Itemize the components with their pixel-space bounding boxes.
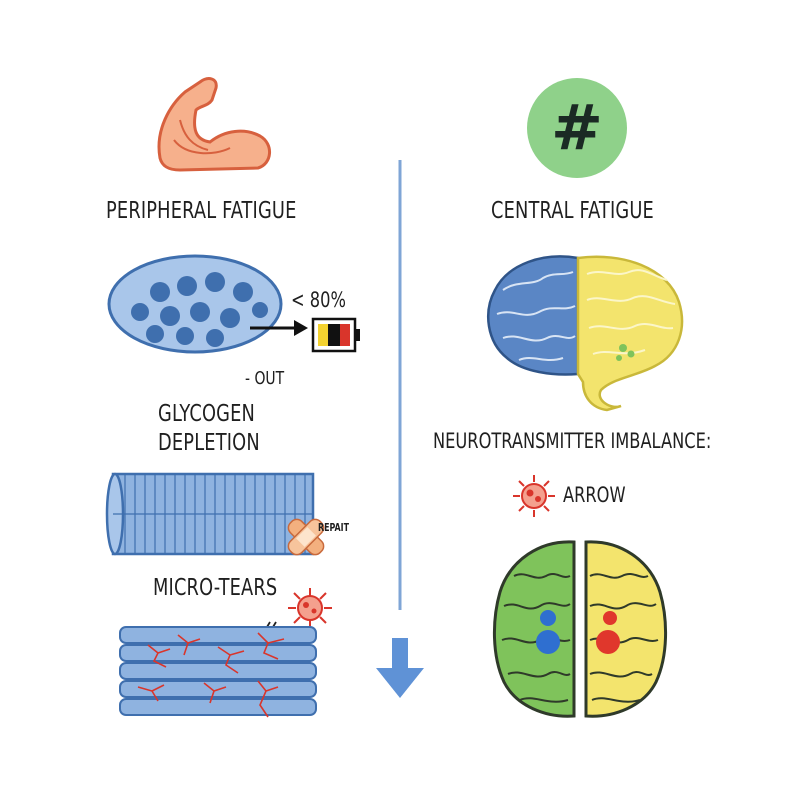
center-divider-arrow (376, 160, 424, 698)
repair-label: REPAIT (318, 521, 349, 534)
hash-badge: # (527, 78, 627, 178)
damage-burst-icon (288, 588, 332, 628)
glycogen-cell-icon (107, 254, 283, 354)
arrow-label: ARROW (563, 483, 626, 507)
out-label: - OUT (245, 368, 285, 389)
glycogen-label-line2: DEPLETION (158, 430, 260, 456)
brain-top-icon (492, 540, 668, 718)
muscle-fiber-icon (105, 472, 315, 556)
flexed-arm-icon (157, 77, 271, 172)
central-fatigue-title: CENTRAL FATIGUE (491, 198, 654, 224)
torn-fibers-icon (119, 626, 317, 718)
micro-tears-label: MICRO-TEARS (153, 575, 278, 601)
red-burst-icon (513, 475, 555, 517)
peripheral-fatigue-title: PERIPHERAL FATIGUE (106, 198, 297, 224)
bandage-icon (287, 518, 325, 556)
percent-label: < 80% (291, 288, 346, 312)
brain-side-icon (487, 255, 684, 412)
neurotransmitter-label: NEUROTRANSMITTER IMBALANCE: (433, 429, 712, 453)
depletion-arrow-icon (250, 320, 308, 336)
hash-symbol: # (551, 91, 603, 164)
low-battery-icon (311, 317, 360, 353)
glycogen-label-line1: GLYCOGEN (158, 401, 256, 427)
